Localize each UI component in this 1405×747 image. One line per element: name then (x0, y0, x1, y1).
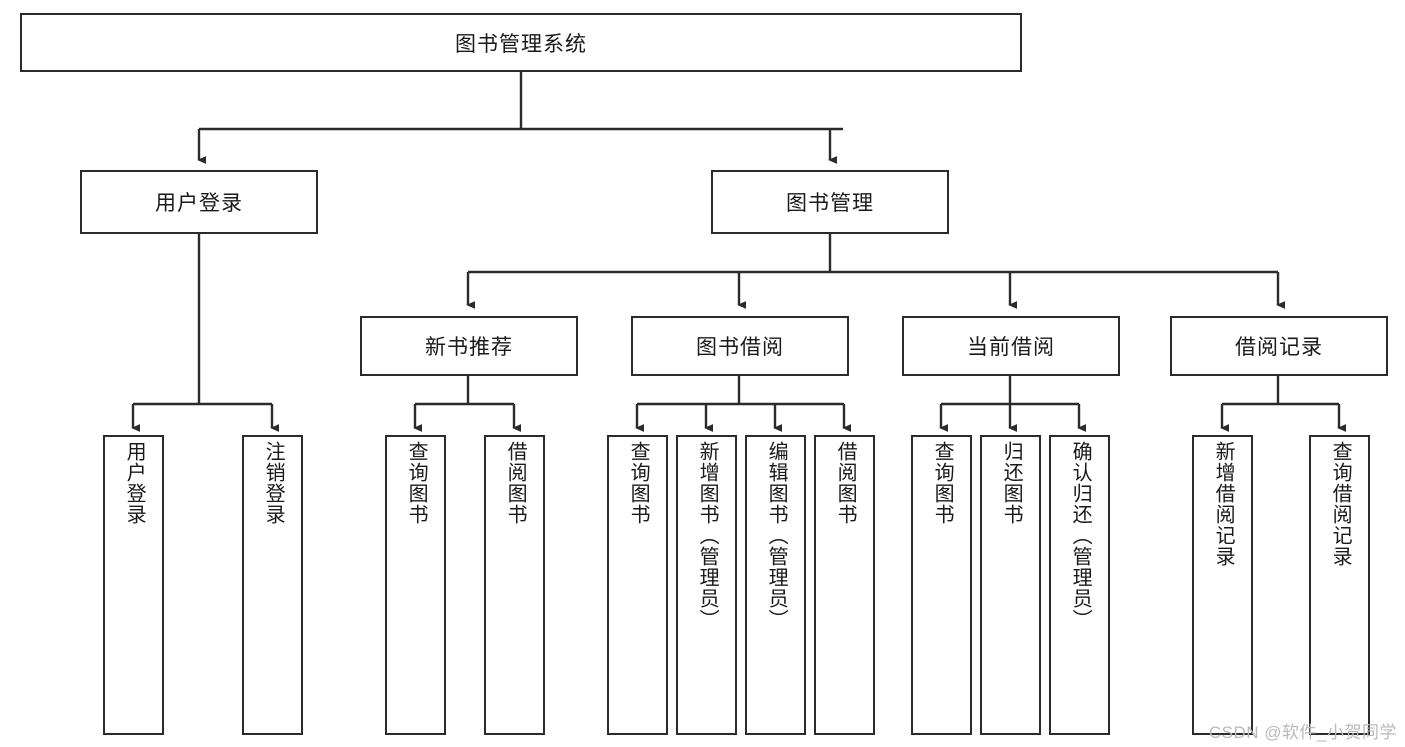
node-leaf-logout-label: 注销登录 (262, 441, 285, 525)
node-leaf-add-book-admin-label: 新增图书（管理员） (696, 441, 719, 630)
node-book-management-label: 图书管理 (786, 192, 874, 215)
node-leaf-add-borrow-record-label: 新增借阅记录 (1212, 441, 1235, 567)
node-leaf-confirm-return-admin[interactable]: 确认归还（管理员） (1049, 435, 1110, 735)
node-book-borrow[interactable]: 图书借阅 (631, 316, 849, 376)
node-leaf-user-login-label: 用户登录 (123, 441, 146, 525)
node-current-borrow[interactable]: 当前借阅 (902, 316, 1120, 376)
node-leaf-query-borrow-record-label: 查询借阅记录 (1329, 441, 1352, 567)
node-leaf-logout[interactable]: 注销登录 (242, 435, 303, 735)
node-leaf-user-login[interactable]: 用户登录 (103, 435, 164, 735)
node-leaf-query-book-recommend-label: 查询图书 (405, 441, 428, 525)
node-leaf-query-book-current-label: 查询图书 (931, 441, 954, 525)
node-user-login-label: 用户登录 (155, 192, 243, 215)
node-leaf-edit-book-admin-label: 编辑图书（管理员） (765, 441, 788, 630)
node-leaf-edit-book-admin[interactable]: 编辑图书（管理员） (745, 435, 806, 735)
node-root[interactable]: 图书管理系统 (20, 13, 1022, 72)
node-book-borrow-label: 图书借阅 (696, 336, 784, 359)
node-new-book-recommend-label: 新书推荐 (425, 336, 513, 359)
node-new-book-recommend[interactable]: 新书推荐 (360, 316, 578, 376)
node-leaf-return-book-label: 归还图书 (1000, 441, 1023, 525)
node-leaf-return-book[interactable]: 归还图书 (980, 435, 1041, 735)
node-borrow-record-label: 借阅记录 (1235, 336, 1323, 359)
node-leaf-borrow-book-recommend-label: 借阅图书 (504, 441, 527, 525)
node-leaf-query-book-borrow-label: 查询图书 (627, 441, 650, 525)
node-book-management[interactable]: 图书管理 (711, 170, 949, 234)
node-root-label: 图书管理系统 (455, 32, 587, 56)
node-leaf-query-book-current[interactable]: 查询图书 (911, 435, 972, 735)
node-leaf-query-book-recommend[interactable]: 查询图书 (385, 435, 446, 735)
node-leaf-query-borrow-record[interactable]: 查询借阅记录 (1309, 435, 1370, 735)
node-user-login[interactable]: 用户登录 (80, 170, 318, 234)
node-leaf-borrow-book-recommend[interactable]: 借阅图书 (484, 435, 545, 735)
node-leaf-add-book-admin[interactable]: 新增图书（管理员） (676, 435, 737, 735)
node-borrow-record[interactable]: 借阅记录 (1170, 316, 1388, 376)
csdn-watermark: CSDN @软件_小贺同学 (1208, 723, 1397, 742)
node-leaf-confirm-return-admin-label: 确认归还（管理员） (1069, 441, 1092, 630)
node-leaf-borrow-book-label: 借阅图书 (834, 441, 857, 525)
node-leaf-borrow-book[interactable]: 借阅图书 (814, 435, 875, 735)
node-leaf-query-book-borrow[interactable]: 查询图书 (607, 435, 668, 735)
node-current-borrow-label: 当前借阅 (967, 336, 1055, 359)
node-leaf-add-borrow-record[interactable]: 新增借阅记录 (1192, 435, 1253, 735)
